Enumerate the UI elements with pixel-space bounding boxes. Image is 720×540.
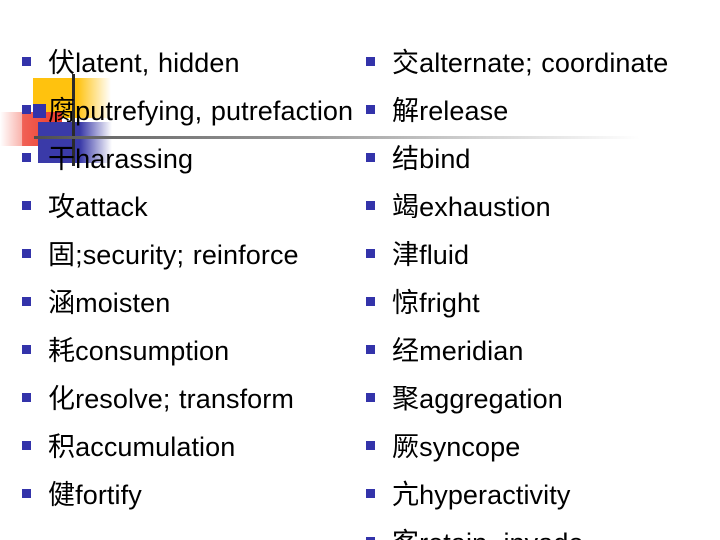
- square-bullet-icon: [366, 201, 375, 210]
- list-item-label: 攻attack: [48, 192, 148, 222]
- list-item: 耗consumption: [22, 332, 366, 371]
- square-bullet-icon: [22, 201, 31, 210]
- list-item: 腐putrefying, putrefaction: [22, 92, 366, 131]
- square-bullet-icon: [366, 57, 375, 66]
- square-bullet-icon: [366, 153, 375, 162]
- list-item: 津fluid: [366, 236, 714, 275]
- list-item-label: 津fluid: [392, 240, 470, 270]
- list-item-label: 解release: [392, 96, 509, 126]
- square-bullet-icon: [366, 249, 375, 258]
- list-item: 客retain, invade: [366, 524, 714, 540]
- bullet-column-right: 交alternate; coordinate 解release 结bind 竭e…: [366, 44, 714, 540]
- decoration-horizontal-line: [34, 136, 640, 139]
- list-item-label: 腐putrefying, putrefaction: [48, 96, 354, 126]
- list-item: 伏latent, hidden: [22, 44, 366, 83]
- list-item: 经meridian: [366, 332, 714, 371]
- list-item: 厥syncope: [366, 428, 714, 467]
- list-item: 积accumulation: [22, 428, 366, 467]
- square-bullet-icon: [22, 441, 31, 450]
- list-item: 健fortify: [22, 476, 366, 515]
- list-item-label: 健fortify: [48, 480, 142, 510]
- list-item: 聚aggregation: [366, 380, 714, 419]
- list-item-label: 经meridian: [392, 336, 524, 366]
- list-item-label: 化resolve; transform: [48, 384, 294, 414]
- square-bullet-icon: [22, 153, 31, 162]
- decoration-blue-gradient: [80, 122, 112, 163]
- list-item-label: 涵moisten: [48, 288, 171, 318]
- square-bullet-icon: [366, 345, 375, 354]
- square-bullet-icon: [366, 489, 375, 498]
- list-item-label: 积accumulation: [48, 432, 236, 462]
- list-item-label: 惊fright: [392, 288, 480, 318]
- bullet-column-left: 伏latent, hidden 腐putrefying, putrefactio…: [22, 44, 366, 524]
- list-item: 交alternate; coordinate: [366, 44, 714, 83]
- decoration-red-gradient-left: [0, 112, 22, 146]
- square-bullet-icon: [22, 57, 31, 66]
- decoration-yellow-gradient: [77, 78, 111, 118]
- square-bullet-icon: [366, 297, 375, 306]
- square-bullet-icon: [22, 297, 31, 306]
- square-bullet-icon: [366, 441, 375, 450]
- list-item-label: 耗consumption: [48, 336, 230, 366]
- list-item: 亢hyperactivity: [366, 476, 714, 515]
- list-item: 竭exhaustion: [366, 188, 714, 227]
- square-bullet-icon: [22, 393, 31, 402]
- square-bullet-icon: [366, 393, 375, 402]
- list-item: 解release: [366, 92, 714, 131]
- square-bullet-icon: [22, 249, 31, 258]
- decoration-blue-small-square: [33, 104, 46, 118]
- list-item: 固;security; reinforce: [22, 236, 366, 275]
- list-item: 结bind: [366, 140, 714, 179]
- list-item-label: 聚aggregation: [392, 384, 563, 414]
- list-item-label: 干harassing: [48, 144, 194, 174]
- list-item: 攻attack: [22, 188, 366, 227]
- square-bullet-icon: [22, 345, 31, 354]
- square-bullet-icon: [366, 105, 375, 114]
- list-item-label: 交alternate; coordinate: [392, 48, 669, 78]
- list-item: 惊fright: [366, 284, 714, 323]
- list-item-label: 厥syncope: [392, 432, 521, 462]
- square-bullet-icon: [22, 489, 31, 498]
- square-bullet-icon: [366, 537, 375, 540]
- list-item-label: 竭exhaustion: [392, 192, 551, 222]
- decoration-vertical-line: [72, 74, 75, 166]
- list-item: 干harassing: [22, 140, 366, 179]
- square-bullet-icon: [22, 105, 31, 114]
- list-item: 涵moisten: [22, 284, 366, 323]
- list-item-label: 结bind: [392, 144, 471, 174]
- list-item-label: 客retain, invade: [392, 524, 714, 540]
- list-item: 化resolve; transform: [22, 380, 366, 419]
- list-item-label: 固;security; reinforce: [48, 240, 299, 270]
- list-item-label: 伏latent, hidden: [48, 48, 240, 78]
- list-item-label: 亢hyperactivity: [392, 480, 571, 510]
